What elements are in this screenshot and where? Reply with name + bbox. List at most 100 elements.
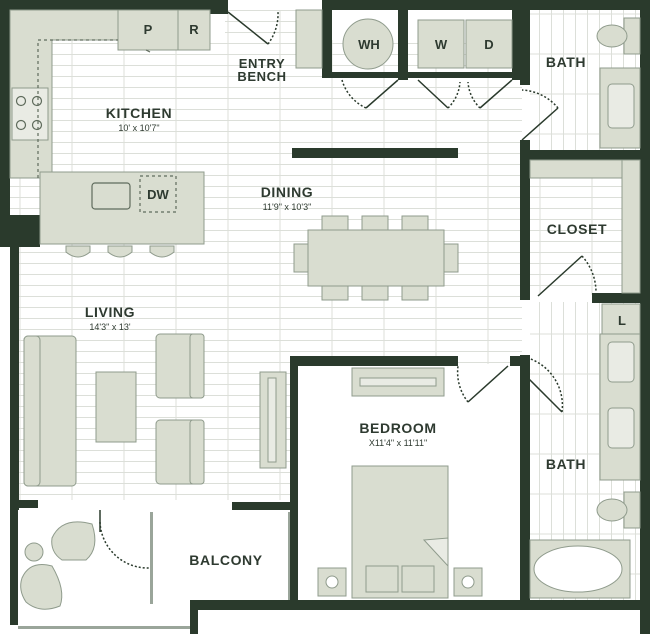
dining-set (293, 215, 459, 301)
dryer (465, 19, 513, 69)
closet-name: CLOSET (547, 221, 607, 237)
wall-left-lower (10, 245, 19, 510)
dining-chair (443, 243, 459, 273)
wall-living-bottom-b (232, 502, 296, 510)
pillow (365, 565, 399, 593)
wall-closet-bottom (592, 293, 650, 303)
armchair-back (189, 333, 205, 399)
refrigerator-cabinet (177, 9, 211, 51)
door-wd-a (417, 79, 449, 109)
entry-bench-line1: ENTRY (239, 56, 286, 71)
door-swings (99, 11, 597, 569)
lounge-chair (20, 564, 63, 610)
door-wd-arc-a (447, 81, 461, 109)
wall-laundry-bottom (322, 72, 522, 78)
dining-table (307, 229, 445, 287)
dining-dims: 11'9" x 10'3" (263, 202, 312, 212)
wall-dining-divider (292, 148, 458, 158)
lamp-icon (461, 575, 475, 589)
washer-label: W (435, 37, 448, 52)
dishwasher-label: DW (147, 187, 169, 202)
door-balcony-arc (99, 521, 151, 569)
living-dims: 14'3" x 13' (89, 322, 130, 332)
wall-living-bottom-a (10, 500, 38, 508)
dining-chair (361, 215, 389, 231)
sink-icon (607, 341, 635, 383)
laundry (295, 9, 513, 70)
dining-chair (401, 285, 429, 301)
entry-bench-cabinet (295, 9, 323, 69)
door-bath-bottom (527, 377, 563, 413)
water-heater (342, 18, 394, 70)
kitchen (9, 9, 211, 245)
wall-bath-bottom (520, 150, 650, 160)
door-wh-a (365, 79, 399, 109)
dining-chair (361, 285, 389, 301)
bedroom-name: BEDROOM (359, 420, 436, 436)
pantry-cabinet (117, 9, 179, 51)
living-furniture (23, 333, 287, 487)
wall-bedroom-top-right (510, 356, 530, 366)
range (11, 87, 49, 141)
bath-bottom-fixtures (529, 303, 641, 599)
balcony-divider (150, 512, 153, 604)
burner-icon (31, 95, 43, 107)
toilet-bowl (596, 498, 628, 522)
dining-chair (321, 285, 349, 301)
wall-closet-left (520, 140, 530, 300)
door-closet (537, 255, 583, 297)
stool (107, 245, 133, 258)
kitchen-dims: 10' x 10'7" (118, 123, 159, 133)
dining-chair (401, 215, 429, 231)
washer (417, 19, 465, 69)
counter-edge-dash (37, 39, 118, 178)
wall-right (640, 0, 650, 634)
kitchen-name: KITCHEN (106, 105, 172, 121)
wall-bottom-step (190, 600, 198, 634)
linen-label: L (618, 313, 626, 328)
armchair-back (189, 419, 205, 485)
door-entry (227, 11, 269, 45)
balcony-furniture (20, 521, 96, 610)
side-table (24, 542, 44, 562)
tv-screen (267, 377, 277, 463)
wall-bath-left-top (520, 0, 530, 85)
room-labels: KITCHEN 10' x 10'7" DINING 11'9" x 10'3"… (85, 54, 607, 568)
lamp-icon (325, 575, 339, 589)
door-wd-arc-b (467, 81, 481, 109)
linen-cabinet (601, 303, 641, 335)
door-closet-arc (581, 255, 597, 293)
stool (149, 245, 175, 258)
living-name: LIVING (85, 304, 135, 320)
wall-bedroom-top (290, 356, 458, 366)
bathtub-basin (533, 545, 623, 593)
wall-left-notch (0, 215, 40, 247)
water-heater-label: WH (358, 37, 380, 52)
burner-icon (15, 95, 27, 107)
wall-bottom-right (190, 600, 650, 610)
dining-name: DINING (261, 184, 314, 200)
coffee-table (95, 371, 137, 443)
wall-entry-right (322, 0, 332, 78)
balcony-name: BALCONY (189, 552, 262, 568)
door-bath-top-arc (521, 89, 559, 109)
wall-left-upper (0, 0, 10, 222)
sink-icon (91, 182, 131, 210)
pantry-label: P (144, 22, 153, 37)
wall-bedroom-left (290, 356, 298, 606)
door-bath-top (521, 107, 559, 141)
sink-icon (607, 83, 635, 129)
door-entry-arc (267, 11, 279, 45)
bedroom-furniture (317, 367, 483, 599)
wall-top-right (322, 0, 650, 10)
wall-entry-left-return (210, 0, 228, 14)
burner-icon (15, 119, 27, 131)
door-bath-bottom-arc (527, 357, 564, 413)
dining-chair (293, 243, 309, 273)
wall-wd-right (512, 0, 522, 80)
stool (65, 245, 91, 258)
bed-blanket-fold (422, 537, 449, 568)
wall-bath2-left (520, 355, 530, 600)
entry-bench-line2: BENCH (237, 69, 286, 84)
